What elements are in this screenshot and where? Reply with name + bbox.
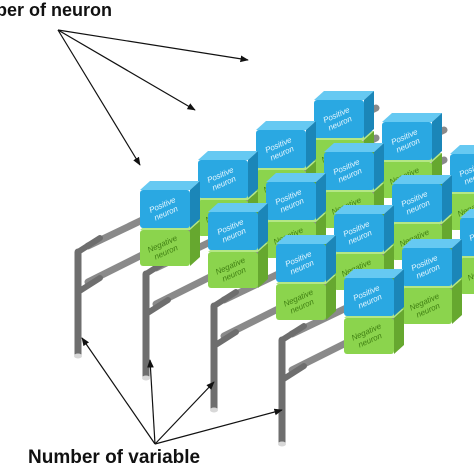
positive-neuron-block-side: [326, 235, 336, 282]
positive-neuron-block-top: [198, 151, 258, 160]
positive-neuron-block-top: [140, 181, 200, 190]
positive-neuron-block-top: [450, 145, 474, 154]
positive-neuron-block-face: [392, 184, 442, 222]
positive-neuron-block-side: [384, 205, 394, 252]
positive-neuron-block-top: [344, 269, 404, 278]
positive-neuron-block-side: [364, 91, 374, 138]
negative-neuron-block-side: [394, 309, 404, 354]
positive-neuron-block-face: [460, 218, 474, 256]
rod-post-arm-lower: [143, 297, 171, 317]
positive-neuron-block-side: [190, 181, 200, 228]
positive-neuron-block-face: [402, 248, 452, 286]
neuron-blocks-layer: NegativeneuronPositiveneuronNegativeneur…: [140, 91, 474, 354]
negative-neuron-label: Negativeneuron: [466, 261, 474, 291]
rod-post-end: [210, 407, 218, 413]
variable-count-arrow-1: [81, 337, 156, 445]
negative-neuron-block-face: [140, 230, 190, 266]
positive-neuron-block-side: [248, 151, 258, 198]
positive-neuron-block-side: [432, 113, 442, 160]
positive-neuron-block-top: [460, 209, 474, 218]
positive-neuron-block-face: [140, 190, 190, 228]
variable-count-arrow-4: [154, 408, 283, 445]
positive-neuron-block-side: [316, 173, 326, 220]
negative-neuron-block-face: [344, 318, 394, 354]
positive-neuron-block-face: [344, 278, 394, 316]
positive-neuron-block-top: [392, 175, 452, 184]
rod-post-end: [142, 375, 150, 381]
positive-neuron-block-face: [276, 244, 326, 282]
rod-post-arm-lower: [75, 275, 103, 295]
number-of-neuron-caption: ber of neuron: [0, 0, 112, 20]
rod-post-end: [278, 441, 286, 447]
positive-neuron-block-face: [208, 212, 258, 250]
negative-neuron-block-face: [276, 284, 326, 320]
positive-neuron-block-face: [324, 152, 374, 190]
positive-neuron-block-side: [306, 121, 316, 168]
positive-neuron-block-top: [324, 143, 384, 152]
negative-neuron-block-face: [460, 258, 474, 294]
positive-neuron-block-top: [402, 239, 462, 248]
negative-neuron-block-face: [402, 288, 452, 324]
positive-neuron-block-face: [256, 130, 306, 168]
negative-neuron-block-face: [208, 252, 258, 288]
positive-neuron-block-top: [266, 173, 326, 182]
positive-neuron-block-face: [266, 182, 316, 220]
positive-neuron-block-top: [276, 235, 336, 244]
rod-post-arm: [75, 235, 103, 255]
positive-neuron-block-side: [452, 239, 462, 286]
positive-neuron-label-line1: Positive: [468, 223, 474, 243]
positive-neuron-block-side: [394, 269, 404, 316]
rod-post-end: [74, 353, 82, 359]
positive-neuron-block-top: [256, 121, 316, 130]
negative-neuron-label-line1: Negative: [466, 261, 474, 282]
positive-neuron-block-top: [314, 91, 374, 100]
positive-neuron-block-top: [208, 203, 268, 212]
neuron-count-arrow-1: [57, 29, 141, 166]
variable-count-arrow-2: [147, 359, 156, 445]
rod-post-arm: [211, 289, 239, 309]
neuron-count-arrow-3: [57, 29, 249, 63]
rod-post-arm: [279, 323, 307, 343]
positive-neuron-block-face: [382, 122, 432, 160]
positive-neuron-block-top: [334, 205, 394, 214]
positive-neuron-block-top: [382, 113, 442, 122]
positive-neuron-block-face: [314, 100, 364, 138]
positive-neuron-block-face: [450, 154, 474, 192]
positive-neuron-block-face: [334, 214, 384, 252]
positive-neuron-label-line2: neuron: [463, 168, 474, 187]
rod-post-arm-lower: [279, 363, 307, 383]
positive-neuron-block-face: [198, 160, 248, 198]
positive-neuron-block-side: [374, 143, 384, 190]
number-of-variable-caption: Number of variable: [28, 447, 201, 468]
neuron-count-arrow-2: [57, 29, 196, 111]
arrows-layer: [57, 29, 283, 445]
positive-neuron-label: Positiveneuron: [468, 223, 474, 251]
positive-neuron-label-line2: neuron: [473, 232, 474, 251]
negative-neuron-label-line2: neuron: [473, 271, 474, 290]
negative-neuron-block-side: [326, 275, 336, 320]
positive-neuron-block-side: [258, 203, 268, 250]
negative-neuron-block-side: [258, 243, 268, 288]
rod-post-arm-lower: [211, 329, 239, 349]
negative-neuron-block-side: [452, 279, 462, 324]
negative-neuron-block-side: [190, 221, 200, 266]
positive-neuron-block-side: [442, 175, 452, 222]
variable-count-arrow-3: [154, 381, 215, 445]
